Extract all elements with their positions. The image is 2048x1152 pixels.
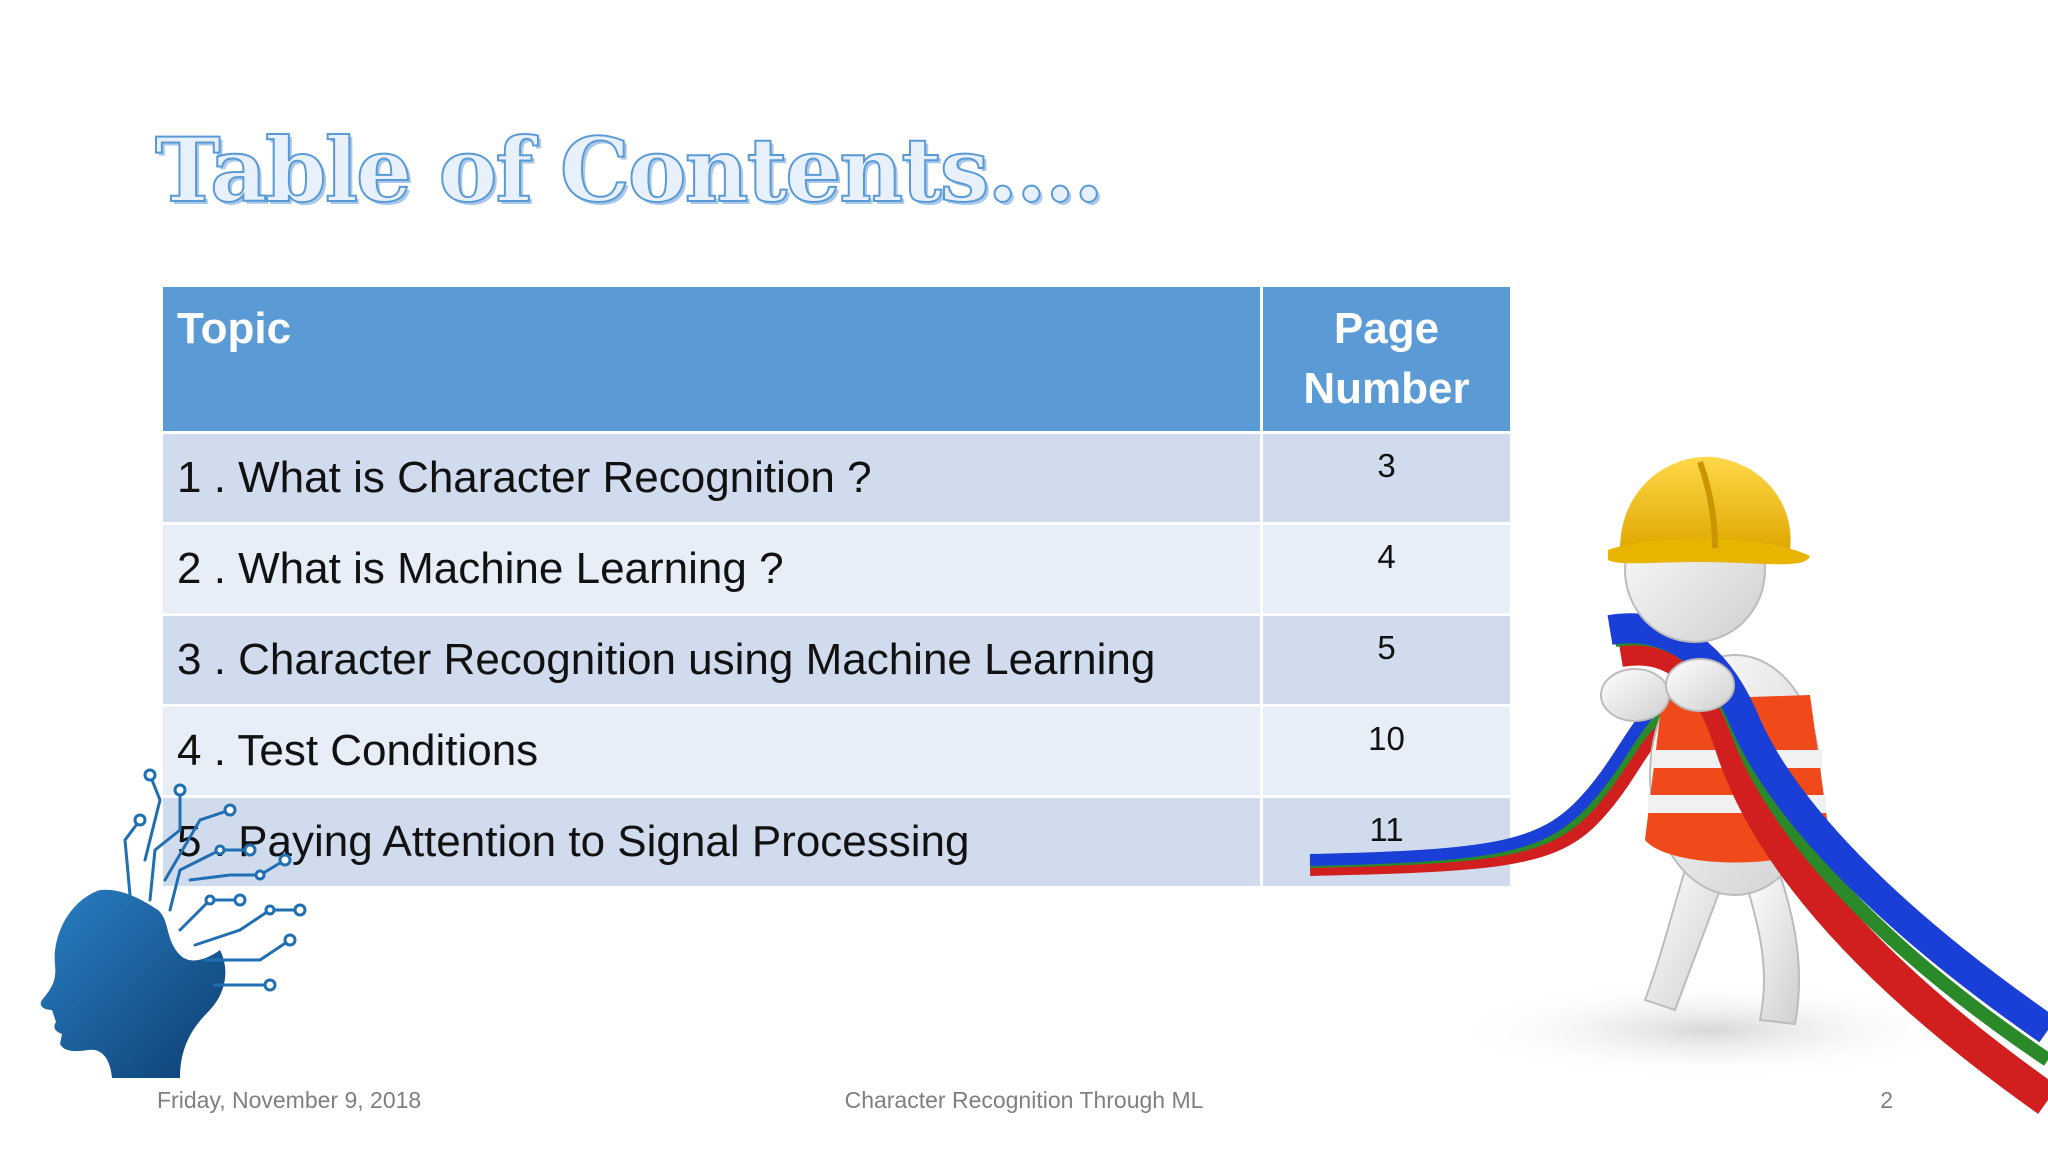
toc-row: 5 . Paying Attention to Signal Processin…: [160, 795, 1513, 889]
toc-header-row: Topic Page Number: [160, 284, 1513, 434]
toc-row: 1 . What is Character Recognition ? 3: [160, 431, 1513, 525]
header-page-number: Page Number: [1260, 284, 1513, 434]
footer-date: Friday, November 9, 2018: [157, 1087, 422, 1113]
slide-title: Table of Contents….: [154, 117, 1105, 223]
toc-row: 3 . Character Recognition using Machine …: [160, 613, 1513, 707]
construction-worker-cable-icon: [1309, 456, 2048, 1114]
footer-title: Character Recognition Through ML: [844, 1087, 1204, 1113]
header-page-line2: Number: [1303, 364, 1470, 413]
circuit-brain-head-icon: [40, 768, 307, 1078]
toc-page: 10: [1260, 704, 1513, 798]
footer-page-number: 2: [1880, 1087, 1893, 1113]
header-topic: Topic: [160, 284, 1263, 434]
toc-page: 5: [1260, 613, 1513, 707]
toc-table: Topic Page Number 1 . What is Character …: [160, 284, 1513, 889]
toc-page: 3: [1260, 431, 1513, 525]
toc-page: 4: [1260, 522, 1513, 616]
toc-topic: 3 . Character Recognition using Machine …: [160, 613, 1263, 707]
toc-topic: 2 . What is Machine Learning ?: [160, 522, 1263, 616]
toc-topic: 4 . Test Conditions: [160, 704, 1263, 798]
toc-topic: 1 . What is Character Recognition ?: [160, 431, 1263, 525]
toc-row: 4 . Test Conditions 10: [160, 704, 1513, 798]
toc-topic: 5 . Paying Attention to Signal Processin…: [160, 795, 1263, 889]
header-page-line1: Page: [1333, 304, 1440, 353]
toc-row: 2 . What is Machine Learning ? 4: [160, 522, 1513, 616]
